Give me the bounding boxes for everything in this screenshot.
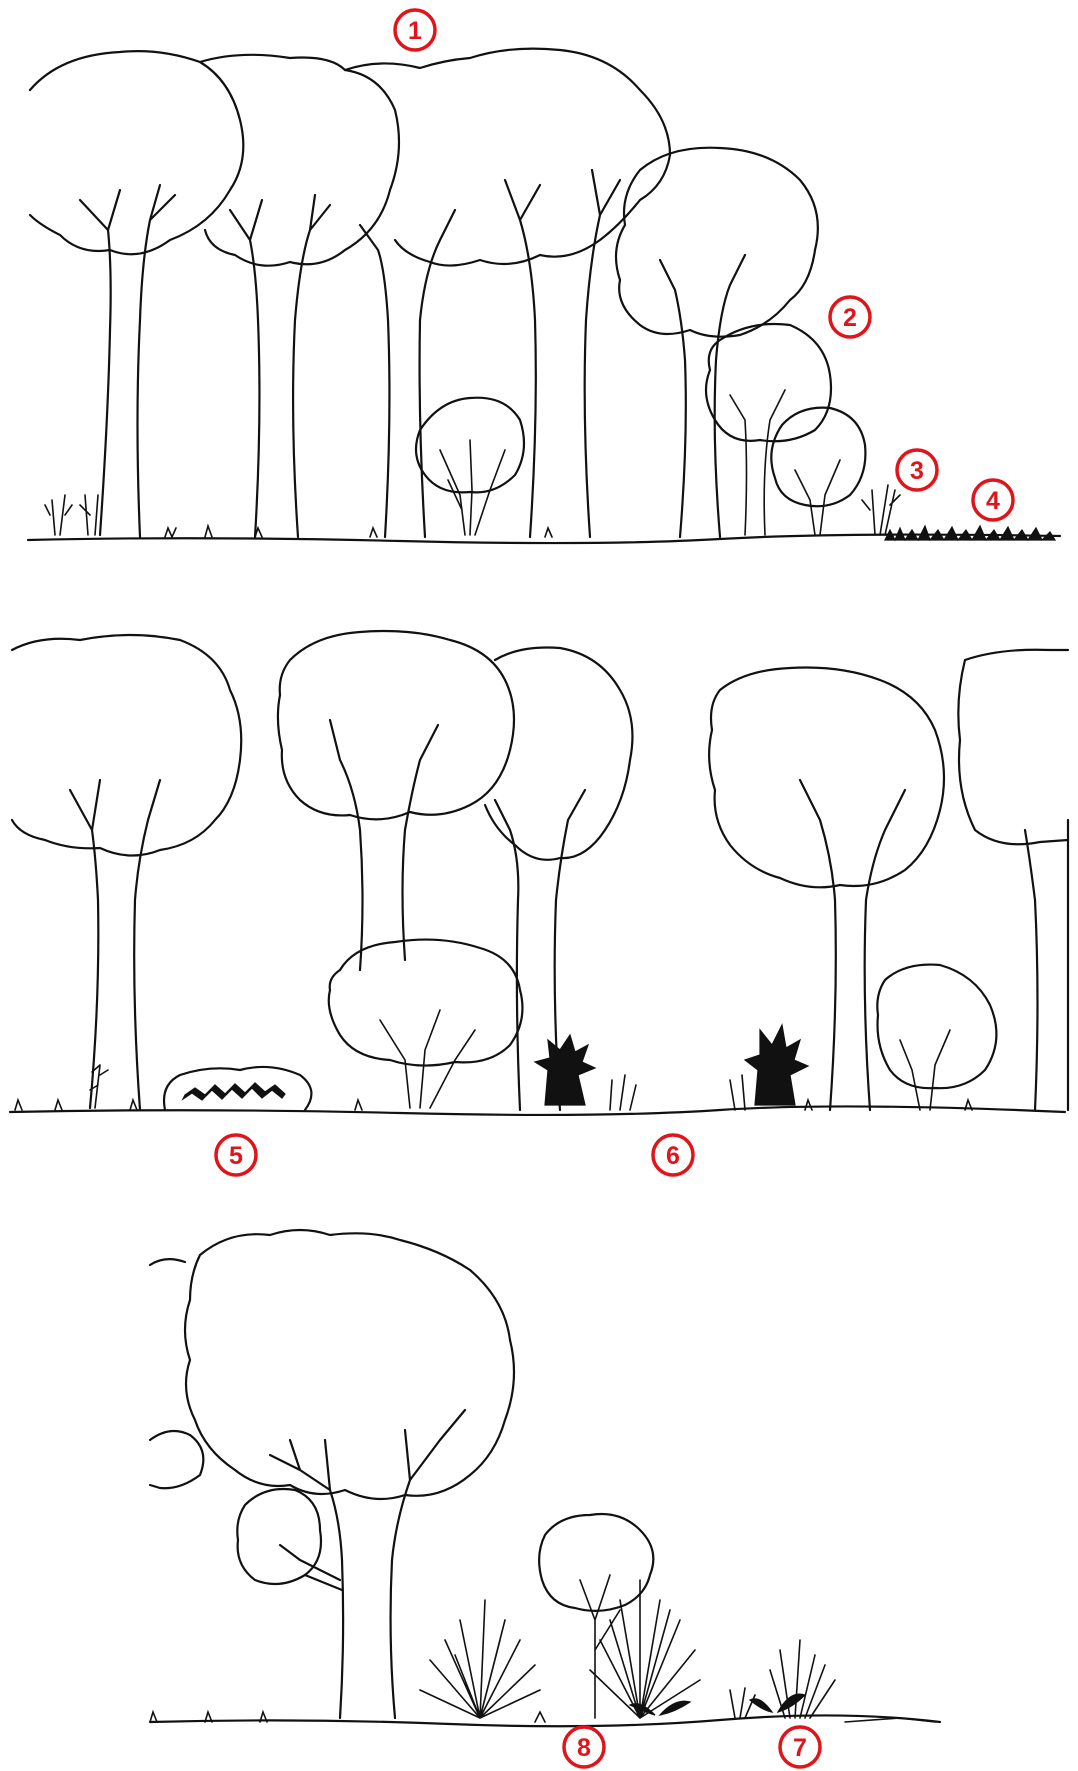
shrub-crown	[771, 408, 865, 507]
marker-4: 4	[973, 480, 1013, 520]
dark-herb	[745, 1025, 808, 1105]
tree-crown	[485, 648, 632, 860]
shrub-crown	[877, 965, 996, 1089]
grass-tufts	[15, 1075, 972, 1110]
dark-herb	[535, 1035, 595, 1105]
tree-crown	[278, 631, 514, 819]
sapling-stem	[580, 1575, 620, 1718]
tree-trunk	[800, 780, 905, 1110]
tree-trunk	[505, 170, 620, 537]
tree-trunk	[330, 720, 438, 970]
tree-crown	[150, 1431, 203, 1488]
marker-6-label: 6	[666, 1142, 680, 1170]
herb-layer-plant	[862, 485, 900, 535]
marker-7-label: 7	[793, 1734, 807, 1762]
marker-1: 1	[395, 10, 435, 50]
marker-4-label: 4	[986, 487, 1000, 515]
shrub-stems	[900, 1030, 950, 1110]
tree-trunk	[270, 1410, 465, 1718]
thorny-vine	[183, 1083, 285, 1100]
marker-8: 8	[564, 1727, 604, 1767]
marker-8-label: 8	[577, 1734, 591, 1762]
marker-5: 5	[216, 1135, 256, 1175]
marker-7: 7	[780, 1727, 820, 1767]
tree-crown	[706, 324, 831, 441]
marker-2: 2	[830, 297, 870, 337]
tree-trunk	[730, 390, 785, 535]
tree-trunk	[80, 185, 175, 537]
tree-trunk	[230, 195, 330, 537]
panel-3-regenerating-forest	[150, 1230, 940, 1726]
herb-layer-plant	[45, 495, 98, 535]
grass-layer	[885, 526, 1055, 540]
fern-clump	[590, 1580, 700, 1718]
marker-5-label: 5	[229, 1142, 243, 1170]
grass-clump	[770, 1640, 835, 1718]
tree-crown	[200, 55, 399, 266]
marker-3-label: 3	[910, 457, 924, 485]
tree-trunk	[660, 255, 745, 537]
panel-2-forest-understory	[10, 631, 1068, 1115]
tree-branch	[280, 1545, 342, 1590]
marker-1-label: 1	[408, 17, 422, 45]
small-herb	[730, 1688, 755, 1718]
tree-crown	[539, 1514, 653, 1611]
tree-crown	[709, 668, 944, 888]
shrub-stems	[795, 460, 840, 535]
tree-crown	[12, 635, 241, 856]
marker-6: 6	[653, 1135, 693, 1175]
shrub-stems	[380, 1010, 475, 1108]
marker-2-label: 2	[843, 304, 857, 332]
marker-3: 3	[897, 450, 937, 490]
fern-clump	[420, 1600, 540, 1718]
tree-crown	[237, 1489, 321, 1584]
tree-crown	[958, 650, 1068, 845]
tree-trunk	[1025, 820, 1068, 1110]
tree-trunk	[70, 780, 160, 1110]
grass-tufts	[165, 526, 552, 537]
tree-crown	[30, 51, 243, 254]
ground-line	[10, 1106, 1065, 1114]
tree-crown	[150, 1230, 514, 1499]
tree-crown	[616, 148, 818, 337]
